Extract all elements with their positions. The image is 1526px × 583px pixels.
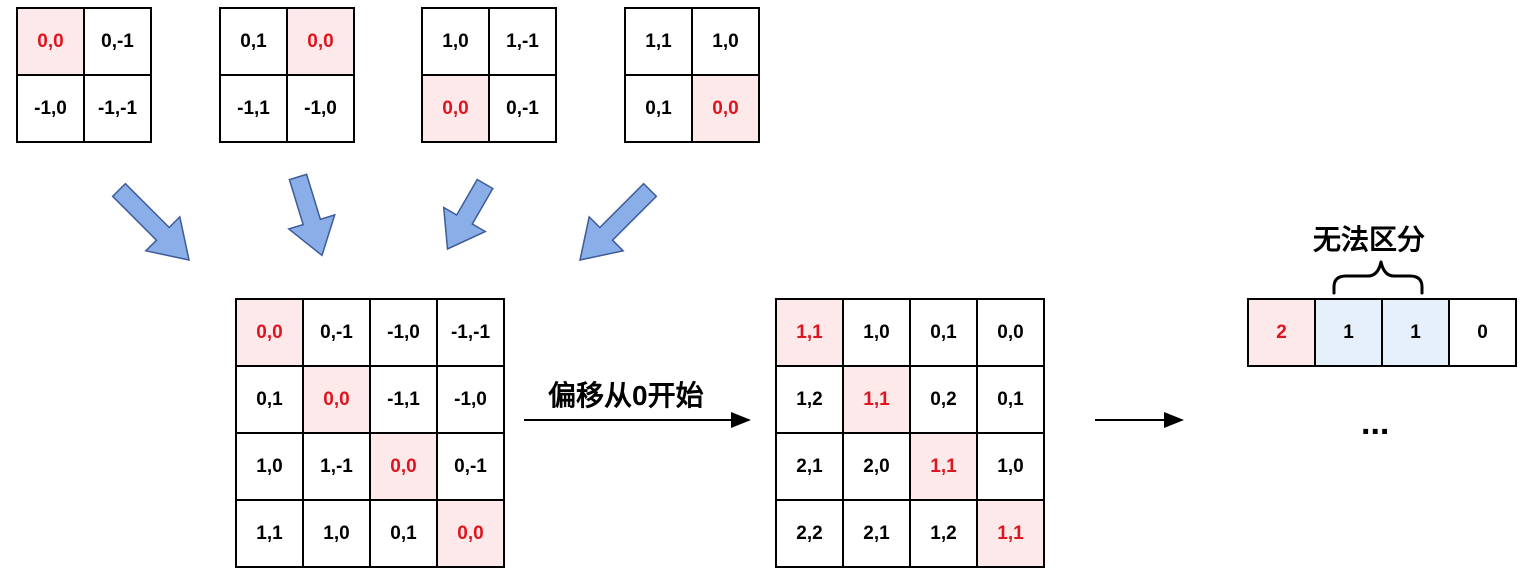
grid-cell: 2,1 [844, 501, 911, 568]
grid-cell: -1,1 [371, 367, 438, 434]
grid-cell: 0,-1 [85, 9, 152, 76]
grid-cell: 2,1 [777, 434, 844, 501]
grid-cell: 0,0 [288, 9, 355, 76]
grid-cell: 0,1 [371, 501, 438, 568]
grid-cell: 1,1 [626, 9, 693, 76]
grid-cell: 0,0 [237, 300, 304, 367]
indistinguishable-label: 无法区分 [1313, 224, 1426, 255]
grid-cell: 1,0 [237, 434, 304, 501]
grid-cell: 1,1 [777, 300, 844, 367]
block-arrow-4 [579, 182, 658, 261]
grid-cell: 1,2 [777, 367, 844, 434]
brace [1332, 260, 1424, 295]
grid-cell: 1,1 [978, 501, 1045, 568]
grid-cell: -1,1 [221, 76, 288, 143]
result-cell: 0 [1450, 300, 1517, 367]
grid-cell: 0,1 [626, 76, 693, 143]
grid-cell: 0,0 [18, 9, 85, 76]
grid-cell: 1,0 [423, 9, 490, 76]
result-cell: 1 [1316, 300, 1383, 367]
grid-cell: 0,1 [911, 300, 978, 367]
grid-cell: 1,1 [911, 434, 978, 501]
result-cell: 1 [1383, 300, 1450, 367]
grid-cell: 2,2 [777, 501, 844, 568]
grid-cell: -1,-1 [85, 76, 152, 143]
grid-cell: 1,0 [844, 300, 911, 367]
grid-cell: 0,-1 [438, 434, 505, 501]
grid-cell: 1,-1 [490, 9, 557, 76]
grid-cell: 0,-1 [490, 76, 557, 143]
grid-cell: 1,0 [304, 501, 371, 568]
grid-cell: 1,0 [978, 434, 1045, 501]
grid-cell: 2,0 [844, 434, 911, 501]
grid-cell: 0,1 [237, 367, 304, 434]
grid-cell: 1,0 [693, 9, 760, 76]
grid-cell: -1,0 [371, 300, 438, 367]
grid-cell: 1,1 [844, 367, 911, 434]
block-arrow-1 [111, 182, 190, 261]
grid-cell: 1,1 [237, 501, 304, 568]
block-arrow-3 [442, 178, 494, 251]
ellipsis: ... [1361, 404, 1390, 442]
grid-cell: 0,0 [693, 76, 760, 143]
grid-cell: 0,0 [978, 300, 1045, 367]
grid-cell: 1,-1 [304, 434, 371, 501]
grid-cell: 0,1 [221, 9, 288, 76]
grid-cell: 0,-1 [304, 300, 371, 367]
grid-cell: -1,0 [288, 76, 355, 143]
grid-cell: 1,2 [911, 501, 978, 568]
grid-cell: 0,0 [371, 434, 438, 501]
result-cell: 2 [1249, 300, 1316, 367]
grid-cell: -1,0 [438, 367, 505, 434]
grid-cell: 0,2 [911, 367, 978, 434]
block-arrow-2 [287, 173, 336, 257]
grid-cell: 0,0 [304, 367, 371, 434]
grid-cell: 0,0 [423, 76, 490, 143]
grid-cell: 0,1 [978, 367, 1045, 434]
offset-label: 偏移从0开始 [548, 380, 704, 411]
grid-cell: -1,0 [18, 76, 85, 143]
grid-cell: -1,-1 [438, 300, 505, 367]
grid-cell: 0,0 [438, 501, 505, 568]
